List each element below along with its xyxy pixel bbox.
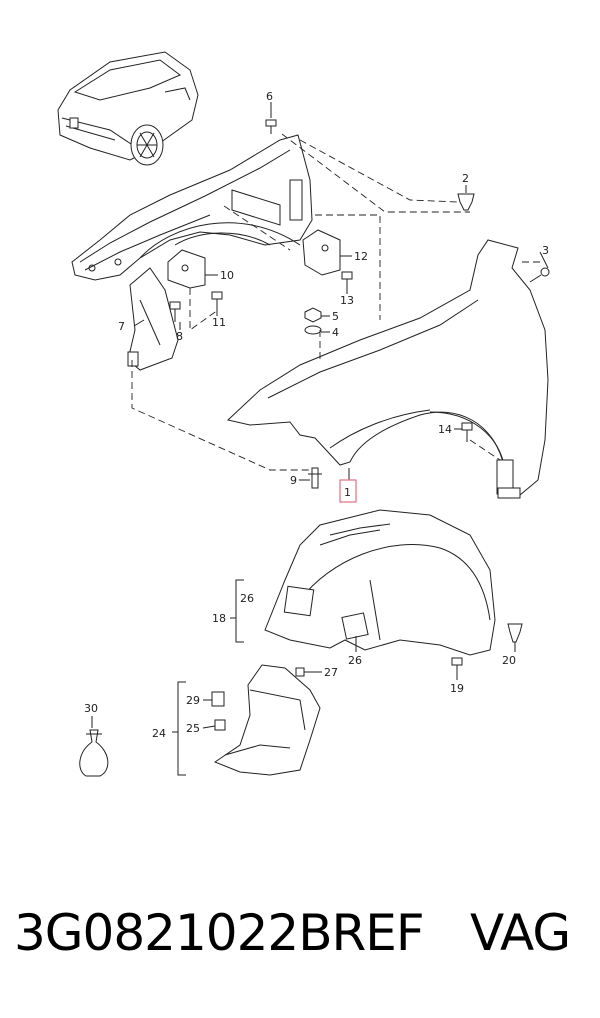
screw-13-icon [341, 271, 353, 290]
callout-8: 8 [176, 330, 183, 343]
callout-20: 20 [502, 654, 516, 667]
stud-9-icon [308, 467, 322, 489]
lower-liner [211, 664, 321, 776]
nut-5-icon [304, 307, 322, 323]
screw-27-icon [295, 667, 316, 677]
brand-label: VAG [470, 904, 571, 962]
bracket-10 [167, 249, 206, 289]
callout-2: 2 [462, 172, 469, 185]
fender [226, 239, 549, 499]
callout-26-lower: 26 [348, 654, 362, 667]
group-bracket-24 [172, 681, 186, 776]
callout-24: 24 [152, 727, 166, 740]
bracket-7 [127, 267, 179, 371]
callout-29: 29 [186, 694, 200, 707]
screw-19-icon [451, 657, 463, 675]
callout-11: 11 [212, 316, 226, 329]
callout-12: 12 [354, 250, 368, 263]
screw-3-icon [529, 267, 550, 283]
callout-25: 25 [186, 722, 200, 735]
callout-1: 1 [344, 486, 351, 499]
callout-26-upper: 26 [240, 592, 254, 605]
callout-4: 4 [332, 326, 339, 339]
callout-18: 18 [212, 612, 226, 625]
screw-14-icon [461, 422, 473, 442]
apron-structure [71, 134, 313, 281]
assembly-lines [131, 133, 540, 471]
callout-6: 6 [266, 90, 273, 103]
screw-8-icon [169, 301, 181, 322]
callout-19: 19 [450, 682, 464, 695]
bag-30-icon [79, 729, 109, 777]
callout-7: 7 [118, 320, 125, 333]
part-1-highlight [339, 479, 357, 503]
callout-10: 10 [220, 269, 234, 282]
wheel-arch-liner [264, 509, 496, 656]
callout-30: 30 [84, 702, 98, 715]
leader-lines [91, 102, 549, 729]
bracket-12 [302, 229, 341, 276]
callout-9: 9 [290, 474, 297, 487]
callout-5: 5 [332, 310, 339, 323]
parts-diagram: 1 2 3 4 5 6 7 8 9 10 11 12 13 14 18 19 2… [57, 51, 550, 777]
washer-4-icon [304, 325, 322, 335]
callout-27: 27 [324, 666, 338, 679]
group-bracket-18 [230, 579, 244, 643]
car-thumbnail [57, 51, 199, 166]
screw-11-icon [211, 291, 223, 310]
bolt-6-icon [265, 119, 277, 134]
clip-2-icon [457, 193, 475, 211]
clip-20-icon [507, 623, 523, 643]
part-number: 3G0821022BREF [14, 904, 425, 962]
callout-14: 14 [438, 423, 452, 436]
callout-3: 3 [542, 244, 549, 257]
callout-13: 13 [340, 294, 354, 307]
